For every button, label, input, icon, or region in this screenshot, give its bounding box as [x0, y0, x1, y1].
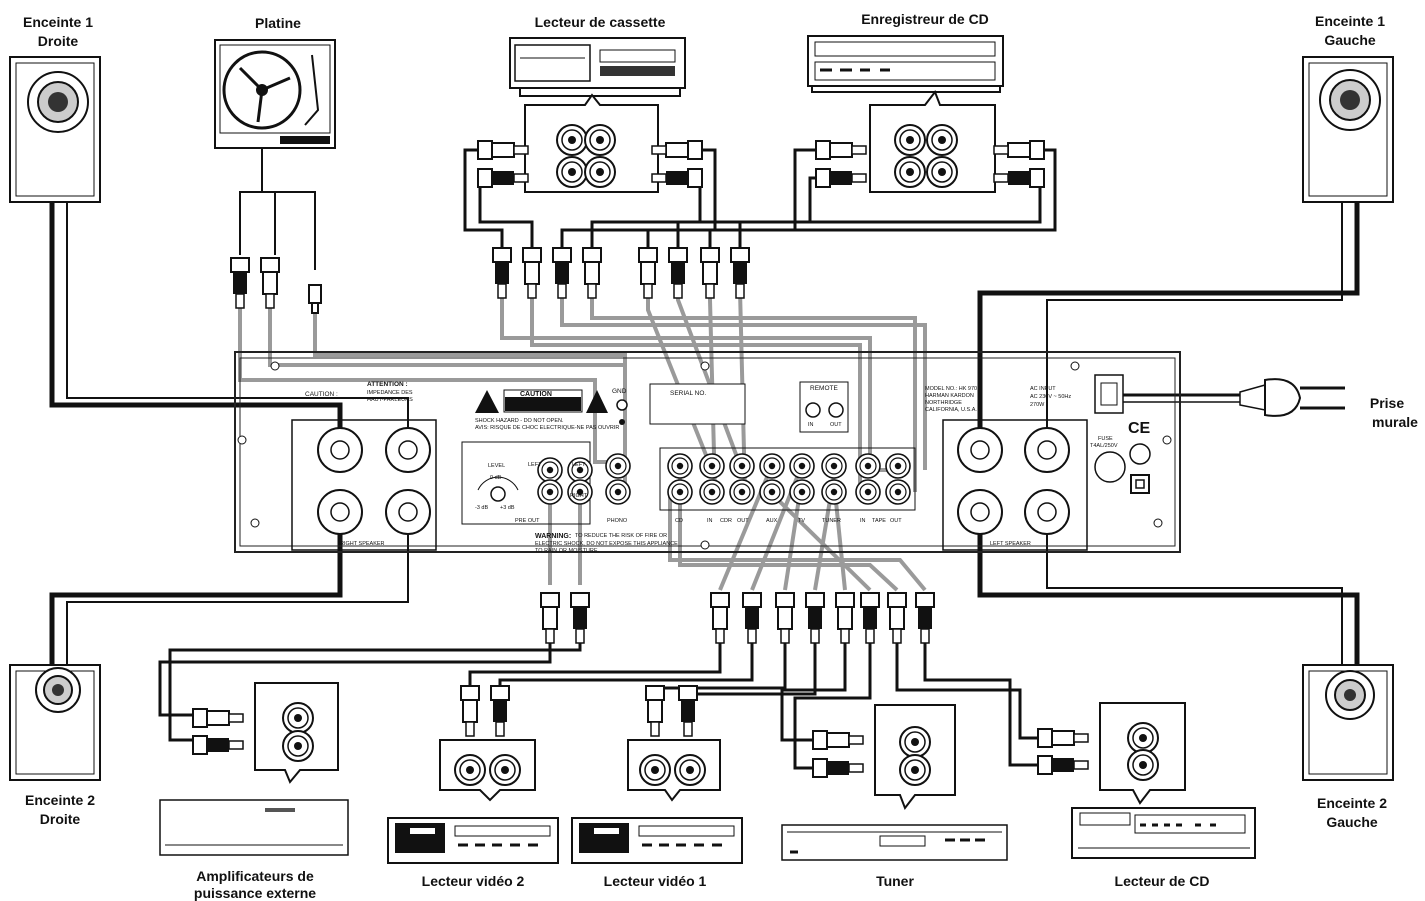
- rear-panel: [234, 351, 1181, 553]
- ce-mark: CE: [1128, 420, 1151, 437]
- label-cd-recorder: Enregistreur de CD: [861, 11, 989, 27]
- speaker-1-right: [9, 56, 101, 203]
- device-labels: Enceinte 1 Droite Platine Lecteur de cas…: [23, 11, 1418, 901]
- label-tuner: Tuner: [876, 873, 914, 889]
- label-cassette: Lecteur de cassette: [535, 14, 666, 30]
- video-player-1: [571, 817, 743, 864]
- ac-input-1: AC INPUT: [1030, 386, 1056, 392]
- speaker-2-right: [9, 664, 101, 781]
- speaker-cables: [49, 95, 1360, 770]
- attention-title: ATTENTION :: [367, 381, 408, 388]
- cassette-callout: [477, 93, 703, 193]
- amp-callout: [192, 682, 339, 784]
- label-turntable: Platine: [255, 15, 301, 31]
- tuner-label: TUNER: [822, 518, 841, 524]
- turntable: [214, 39, 336, 149]
- level-minus: -3 dB: [475, 505, 488, 511]
- label-wall-outlet-2: murale: [1372, 414, 1418, 430]
- lower-rca-plugs: [540, 592, 935, 644]
- label-video-2: Lecteur vidéo 2: [422, 873, 525, 889]
- speaker-1-left: [1302, 56, 1394, 203]
- label-speaker-1-right-2: Droite: [38, 33, 79, 49]
- aux-label: AUX: [766, 518, 778, 524]
- warning-3: TO RAIN OR MOISTURE.: [535, 548, 600, 554]
- remote-in: IN: [808, 422, 814, 428]
- cd-recorder: [807, 35, 1004, 93]
- caution-title: CAUTION :: [305, 391, 338, 398]
- warning-2: ELECTRIC SHOCK, DO NOT EXPOSE THIS APPLI…: [535, 541, 678, 547]
- cd-recorder-callout: [815, 89, 1045, 193]
- label-speaker-2-right-1: Enceinte 2: [25, 792, 95, 808]
- shock-text: SHOCK HAZARD - DO NOT OPEN.: [475, 418, 564, 424]
- tv-label: TV: [798, 518, 805, 524]
- level-0: 0 dB: [490, 475, 502, 481]
- serial-label: SERIAL NO.: [670, 390, 706, 397]
- pre-out-label: PRE OUT: [515, 518, 540, 524]
- upper-rca-plugs: [230, 247, 750, 314]
- label-speaker-1-left-2: Gauche: [1324, 32, 1376, 48]
- panel-text: CAUTION : ATTENTION : IMPEDANCE DES HAUT…: [305, 381, 1151, 554]
- model-3: NORTHRIDGE: [925, 400, 962, 406]
- pre-left-label: LEFT: [528, 462, 542, 468]
- label-speaker-1-left-1: Enceinte 1: [1315, 13, 1385, 29]
- pre-right-label: RIGHT: [570, 493, 588, 499]
- cdr-label: CDR: [720, 518, 732, 524]
- impedance-1: IMPEDANCE DES: [367, 390, 413, 396]
- tape-in-label: IN: [860, 518, 866, 524]
- cd-player-device: [1071, 807, 1256, 859]
- label-cd-player: Lecteur de CD: [1115, 873, 1210, 889]
- ac-input-2: AC 230V ~ 50Hz: [1030, 394, 1071, 400]
- cassette-deck: [509, 37, 686, 97]
- gnd-label: GND: [612, 388, 627, 395]
- right-speaker-label: RIGHT SPEAKER: [340, 541, 385, 547]
- caution-box-label: CAUTION: [520, 391, 552, 398]
- label-wall-outlet-1: Prise: [1370, 395, 1404, 411]
- video-1-callout: [627, 685, 721, 802]
- speaker-2-left: [1302, 664, 1394, 781]
- label-speaker-2-left-1: Enceinte 2: [1317, 795, 1387, 811]
- model-4: CALIFORNIA, U.S.A.: [925, 407, 977, 413]
- cdr-out-label: OUT: [737, 518, 749, 524]
- label-video-1: Lecteur vidéo 1: [604, 873, 707, 889]
- label-speaker-2-right-2: Droite: [40, 811, 81, 827]
- cd-label: CD: [675, 518, 683, 524]
- model-1: MODEL NO.: HK 970: [925, 386, 977, 392]
- remote-label: REMOTE: [810, 385, 838, 392]
- impedance-2: HAUT-PARLEURS: [367, 397, 413, 403]
- label-speaker-2-left-2: Gauche: [1326, 814, 1378, 830]
- phono-label: PHONO: [607, 518, 628, 524]
- tuner-callout: [812, 704, 956, 811]
- warning-1: TO REDUCE THE RISK OF FIRE OR: [575, 533, 667, 539]
- video-player-2: [387, 817, 559, 864]
- tuner-device: [781, 824, 1008, 861]
- pre-left-label-2: LEFT: [572, 462, 586, 468]
- tape-out-label: OUT: [890, 518, 902, 524]
- cdr-in-label: IN: [707, 518, 713, 524]
- label-external-amp-2: puissance externe: [194, 885, 316, 901]
- model-2: HARMAN KARDON: [925, 393, 974, 399]
- external-amplifier: [159, 799, 349, 856]
- warning-title: WARNING:: [535, 533, 571, 540]
- fuse-1: FUSE: [1098, 436, 1113, 442]
- label-external-amp-1: Amplificateurs de: [196, 868, 314, 884]
- ac-input-3: 270W: [1030, 402, 1045, 408]
- fuse-2: T4AL/250V: [1090, 443, 1118, 449]
- cd-player-callout: [1037, 702, 1186, 805]
- level-plus: +3 dB: [500, 505, 515, 511]
- video-2-callout: [439, 685, 536, 802]
- left-speaker-label: LEFT SPEAKER: [990, 541, 1031, 547]
- avis-text: AVIS: RISQUE DE CHOC ELECTRIQUE-NE PAS O…: [475, 425, 619, 431]
- label-speaker-1-right-1: Enceinte 1: [23, 14, 93, 30]
- tape-label: TAPE: [872, 518, 886, 524]
- wall-plug: [1239, 378, 1345, 417]
- level-label: LEVEL: [488, 463, 505, 469]
- remote-out: OUT: [830, 422, 842, 428]
